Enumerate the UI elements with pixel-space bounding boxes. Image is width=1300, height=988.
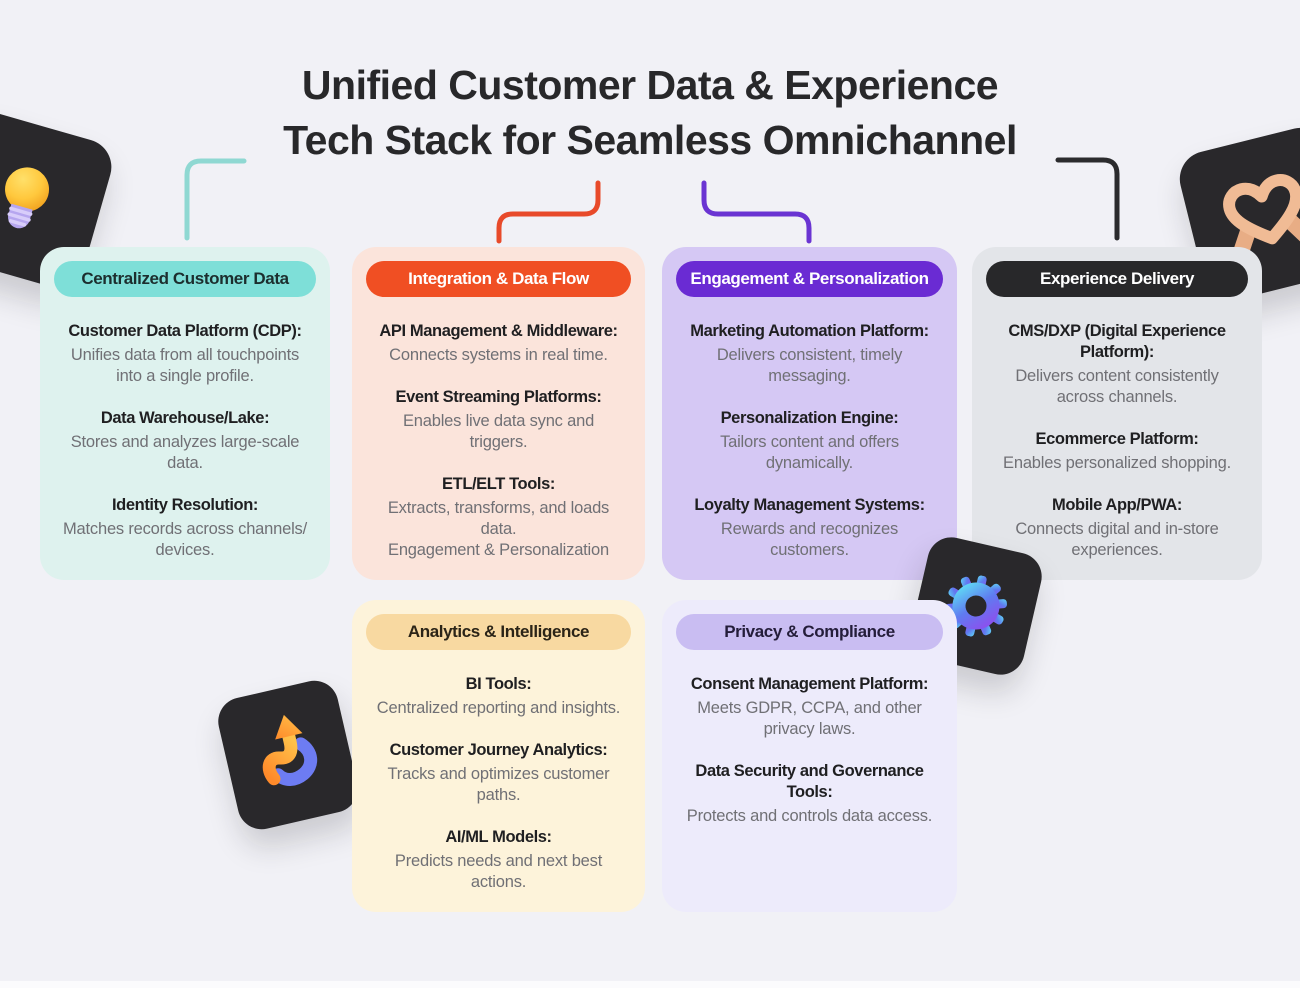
card-section: ETL/ELT Tools: Extracts, transforms, and… xyxy=(358,474,639,561)
card-centralized-customer-data: Centralized Customer Data Customer Data … xyxy=(40,247,330,580)
card-section: Ecommerce Platform: Enables personalized… xyxy=(978,429,1256,474)
term-description: Tracks and optimizes customer paths. xyxy=(387,765,610,804)
page-title-line-1: Unified Customer Data & Experience xyxy=(301,62,999,108)
card-sections: Customer Data Platform (CDP): Unifies da… xyxy=(40,321,330,561)
card-privacy-compliance: Privacy & Compliance Consent Management … xyxy=(662,600,957,912)
card-section: Identity Resolution: Matches records acr… xyxy=(46,495,324,561)
term-description: Meets GDPR, CCPA, and other privacy laws… xyxy=(697,699,922,738)
trend-arrow-tile xyxy=(213,675,363,835)
card-sections: CMS/DXP (Digital Experience Platform): D… xyxy=(972,321,1262,561)
term-description: Unifies data from all touchpoints into a… xyxy=(70,346,300,385)
card-section: Mobile App/PWA: Connects digital and in-… xyxy=(978,495,1256,561)
term-heading: Loyalty Management Systems: xyxy=(694,496,925,514)
page-title: Unified Customer Data & Experience Tech … xyxy=(0,58,1300,168)
card-sections: Marketing Automation Platform: Delivers … xyxy=(662,321,957,561)
term-heading: AI/ML Models: xyxy=(445,828,552,846)
badge-integration-data-flow: Integration & Data Flow xyxy=(366,261,631,297)
card-integration-data-flow: Integration & Data Flow API Management &… xyxy=(352,247,645,580)
badge-privacy-compliance: Privacy & Compliance xyxy=(676,614,943,650)
card-sections: BI Tools: Centralized reporting and insi… xyxy=(352,674,645,893)
term-heading: Ecommerce Platform: xyxy=(1035,430,1199,448)
lightbulb-tile xyxy=(0,105,119,295)
card-section: Event Streaming Platforms: Enables live … xyxy=(358,387,639,453)
term-description: Protects and controls data access. xyxy=(686,807,933,825)
page-title-line-2: Tech Stack for Seamless Omnichannel xyxy=(283,117,1017,163)
card-section: Customer Journey Analytics: Tracks and o… xyxy=(358,740,639,806)
badge-centralized-customer-data: Centralized Customer Data xyxy=(54,261,316,297)
card-section: Personalization Engine: Tailors content … xyxy=(668,408,951,474)
term-description: Centralized reporting and insights. xyxy=(376,699,621,717)
term-description: Connects systems in real time. xyxy=(389,346,608,364)
term-description: Connects digital and in-store experience… xyxy=(1015,520,1219,559)
term-heading: Customer Data Platform (CDP): xyxy=(68,322,302,340)
term-heading: Personalization Engine: xyxy=(720,409,899,427)
card-section: BI Tools: Centralized reporting and insi… xyxy=(358,674,639,719)
bottom-edge-strip xyxy=(0,981,1300,988)
term-heading: BI Tools: xyxy=(465,675,532,693)
term-heading: Customer Journey Analytics: xyxy=(389,741,608,759)
trend-arrow-icon xyxy=(262,714,318,786)
term-description: Tailors content and offers dynamically. xyxy=(720,433,899,472)
card-engagement-personalization: Engagement & Personalization Marketing A… xyxy=(662,247,957,580)
badge-experience-delivery: Experience Delivery xyxy=(986,261,1248,297)
term-heading: Data Warehouse/Lake: xyxy=(100,409,270,427)
term-description: Delivers content consistently across cha… xyxy=(1015,367,1219,406)
term-heading: Mobile App/PWA: xyxy=(1052,496,1182,514)
term-heading: Event Streaming Platforms: xyxy=(395,388,602,406)
card-analytics-intelligence: Analytics & Intelligence BI Tools: Centr… xyxy=(352,600,645,912)
card-section: Marketing Automation Platform: Delivers … xyxy=(668,321,951,387)
connector-engagement-line xyxy=(701,180,812,244)
card-section: CMS/DXP (Digital Experience Platform): D… xyxy=(978,321,1256,408)
card-section: Loyalty Management Systems: Rewards and … xyxy=(668,495,951,561)
term-heading: Data Security and Governance Tools: xyxy=(695,762,924,801)
card-section: Data Warehouse/Lake: Stores and analyzes… xyxy=(46,408,324,474)
term-description: Delivers consistent, timely messaging. xyxy=(716,346,903,385)
term-heading: Identity Resolution: xyxy=(112,496,258,514)
term-description: Stores and analyzes large-scale data. xyxy=(70,433,300,472)
term-description: Rewards and recognizes customers. xyxy=(720,520,899,559)
connector-integration-line xyxy=(496,180,601,244)
term-heading: ETL/ELT Tools: xyxy=(442,475,555,493)
term-heading: Marketing Automation Platform: xyxy=(690,322,929,340)
term-description: Enables live data sync and triggers. xyxy=(402,412,595,451)
term-heading: API Management & Middleware: xyxy=(379,322,618,340)
badge-analytics-intelligence: Analytics & Intelligence xyxy=(366,614,631,650)
connector-experience-line xyxy=(1055,157,1120,241)
term-heading: CMS/DXP (Digital Experience Platform): xyxy=(1008,322,1226,361)
card-sections: API Management & Middleware: Connects sy… xyxy=(352,321,645,561)
term-description: Extracts, transforms, and loads data. En… xyxy=(387,499,610,559)
lightbulb-icon xyxy=(5,167,50,229)
card-section: API Management & Middleware: Connects sy… xyxy=(358,321,639,366)
term-description: Predicts needs and next best actions. xyxy=(394,852,603,891)
card-section: Customer Data Platform (CDP): Unifies da… xyxy=(46,321,324,387)
term-description: Enables personalized shopping. xyxy=(1003,454,1231,472)
connector-centralized-line xyxy=(184,158,247,241)
card-section: Consent Management Platform: Meets GDPR,… xyxy=(668,674,951,740)
term-heading: Consent Management Platform: xyxy=(690,675,929,693)
card-experience-delivery: Experience Delivery CMS/DXP (Digital Exp… xyxy=(972,247,1262,580)
gear-icon xyxy=(945,575,1007,637)
card-section: AI/ML Models: Predicts needs and next be… xyxy=(358,827,639,893)
gear-tile xyxy=(905,532,1047,680)
card-section: Data Security and Governance Tools: Prot… xyxy=(668,761,951,827)
badge-engagement-personalization: Engagement & Personalization xyxy=(676,261,943,297)
term-description: Matches records across channels/ devices… xyxy=(63,520,307,559)
card-sections: Consent Management Platform: Meets GDPR,… xyxy=(662,674,957,827)
